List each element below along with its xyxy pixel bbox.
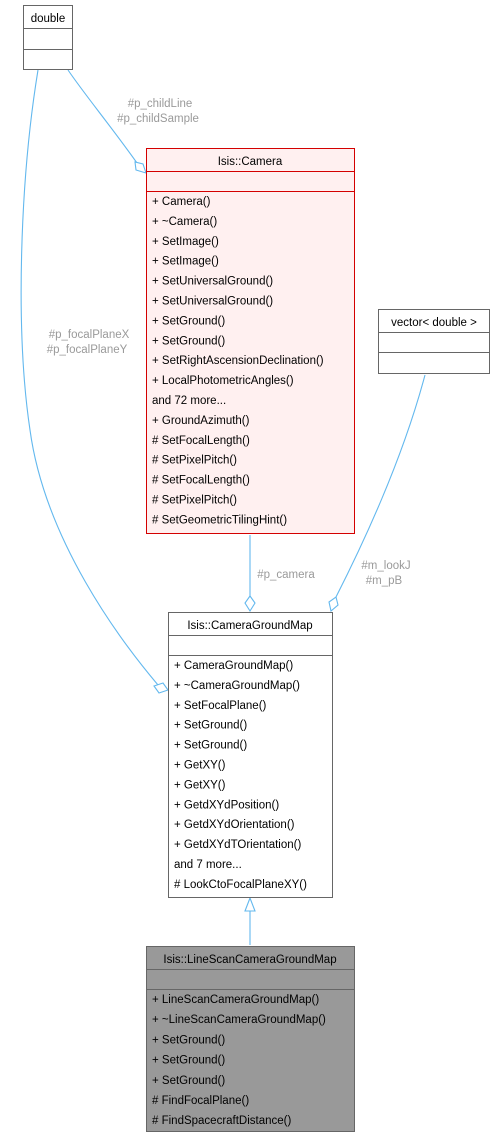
inheritance-arrow-icon [244, 896, 256, 912]
class-node-camera[interactable]: Isis::Camera + Camera()+ ~Camera()+ SetI… [146, 148, 355, 534]
member-list: + CameraGroundMap() + ~CameraGroundMap() +… [174, 660, 307, 891]
class-node-vector[interactable]: vector< double > [378, 309, 490, 374]
member-row[interactable]: + GroundAzimuth() [152, 415, 250, 427]
member-row[interactable]: # SetFocalLength() [152, 475, 250, 487]
member-row[interactable]: + GetdXYdPosition() [174, 799, 279, 811]
edge-double-to-camera [67, 69, 138, 164]
edge-label-p-camera: #p_camera [257, 569, 315, 581]
edge-label-p-childsample: #p_childSample [117, 113, 199, 125]
edge-double-to-groundmap [20, 69, 159, 686]
member-row[interactable]: + SetGround() [152, 335, 225, 347]
member-row[interactable]: + SetGround() [152, 1055, 225, 1067]
member-row[interactable]: + SetGround() [152, 1075, 225, 1087]
aggregation-diamond-icon [153, 682, 169, 694]
class-node-linescancameragroundmap[interactable]: Isis::LineScanCameraGroundMap + LineScan… [146, 946, 355, 1132]
member-row[interactable]: + ~LineScanCameraGroundMap() [152, 1014, 326, 1026]
member-row[interactable]: + GetdXYdOrientation() [174, 819, 295, 831]
member-row[interactable]: + SetGround() [152, 1034, 225, 1046]
aggregation-diamond-icon [134, 161, 147, 174]
member-row[interactable]: + ~Camera() [152, 216, 217, 228]
class-title: vector< double > [391, 317, 477, 329]
member-row[interactable]: and 72 more... [152, 395, 226, 407]
member-row[interactable]: # FindFocalPlane() [152, 1095, 249, 1107]
edge-label-m-lookj: #m_lookJ [361, 560, 410, 572]
member-list: + Camera() + ~Camera() + SetImage() + SetIm… [152, 196, 324, 526]
aggregation-diamond-icon [244, 595, 256, 613]
member-row[interactable]: + LineScanCameraGroundMap() [152, 994, 319, 1006]
edge-label-p-focalplaney: #p_focalPlaneY [47, 344, 128, 356]
edge-label-p-childline: #p_childLine [128, 98, 193, 110]
edge-label-m-pb: #m_pB [366, 575, 403, 587]
class-node-double[interactable]: double [23, 5, 73, 70]
edge-label-p-focalplanex: #p_focalPlaneX [49, 329, 130, 341]
member-row[interactable]: + SetGround() [174, 720, 247, 732]
member-row[interactable]: + SetUniversalGround() [152, 276, 273, 288]
member-row[interactable]: # SetFocalLength() [152, 435, 250, 447]
member-row[interactable]: + ~CameraGroundMap() [174, 680, 300, 692]
member-row[interactable]: + SetImage() [152, 236, 219, 248]
class-node-cameragroundmap[interactable]: Isis::CameraGroundMap + CameraGroundMap(… [168, 612, 333, 898]
class-title: Isis::LineScanCameraGroundMap [163, 954, 336, 966]
member-row[interactable]: + CameraGroundMap() [174, 660, 293, 672]
member-row[interactable]: + GetdXYdTOrientation() [174, 839, 301, 851]
member-row[interactable]: + SetUniversalGround() [152, 296, 273, 308]
member-list: + LineScanCameraGroundMap() + ~LineScanCa… [152, 994, 326, 1127]
member-row[interactable]: + Camera() [152, 196, 211, 208]
edge-vector-to-groundmap [335, 374, 426, 598]
member-row[interactable]: + GetXY() [174, 760, 226, 772]
member-row[interactable]: + GetXY() [174, 779, 226, 791]
member-row[interactable]: and 7 more... [174, 859, 242, 871]
member-row[interactable]: + SetGround() [152, 315, 225, 327]
member-row[interactable]: # LookCtoFocalPlaneXY() [174, 879, 307, 891]
member-row[interactable]: # SetPixelPitch() [152, 495, 237, 507]
member-row[interactable]: + SetRightAscensionDeclination() [152, 355, 324, 367]
member-row[interactable]: + SetFocalPlane() [174, 700, 267, 712]
class-title: Isis::Camera [218, 156, 283, 168]
class-title: double [31, 13, 66, 25]
member-row[interactable]: # SetPixelPitch() [152, 455, 237, 467]
class-title: Isis::CameraGroundMap [187, 620, 312, 632]
member-row[interactable]: # FindSpacecraftDistance() [152, 1115, 292, 1127]
member-row[interactable]: + SetGround() [174, 740, 247, 752]
member-row[interactable]: + LocalPhotometricAngles() [152, 375, 294, 387]
member-row[interactable]: # SetGeometricTilingHint() [152, 514, 287, 526]
member-row[interactable]: + SetImage() [152, 256, 219, 268]
aggregation-diamond-icon [328, 596, 339, 613]
